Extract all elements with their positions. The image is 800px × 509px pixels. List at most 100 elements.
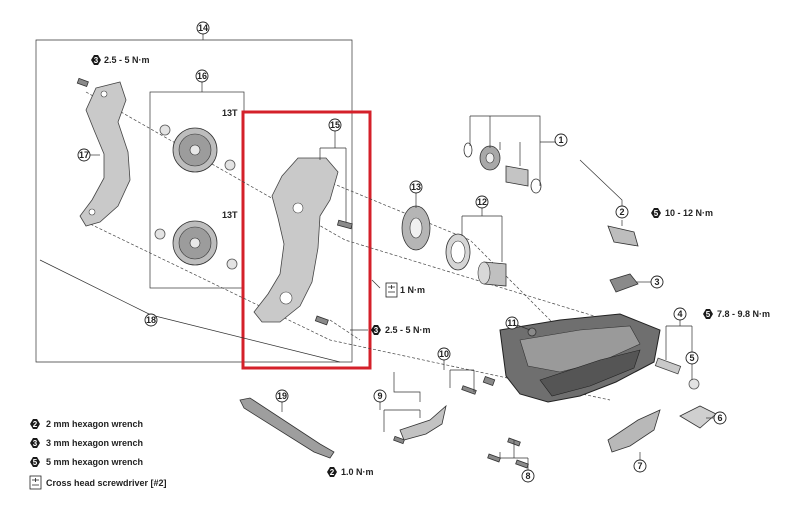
cage-group-frame — [35, 39, 353, 363]
callout-1: 1 — [554, 133, 568, 147]
svg-text:2: 2 — [33, 420, 38, 429]
svg-text:1: 1 — [558, 135, 563, 145]
lower-pulley-teeth-label: 13T — [222, 210, 238, 220]
svg-text:2.5 - 5 N·m: 2.5 - 5 N·m — [385, 325, 431, 335]
legend-item-2mm: 2 2 mm hexagon wrench — [30, 419, 143, 429]
plate-screw — [336, 219, 353, 230]
torque-top-left: 3 2.5 - 5 N·m — [91, 55, 150, 65]
svg-text:17: 17 — [79, 150, 89, 160]
lower-pulley — [172, 220, 218, 266]
p-axle-cap — [688, 378, 700, 390]
legend-item-5mm: 5 5 mm hexagon wrench — [30, 457, 143, 467]
plate-hole — [292, 202, 304, 214]
svg-text:8: 8 — [525, 471, 530, 481]
svg-text:1.0 N·m: 1.0 N·m — [341, 467, 374, 477]
svg-text:13: 13 — [411, 182, 421, 192]
svg-text:5: 5 — [33, 458, 38, 467]
cage-bolt — [314, 315, 329, 326]
torque-b-bolt: 5 10 - 12 N·m — [651, 208, 713, 218]
svg-text:3: 3 — [374, 326, 379, 335]
hex-wrench-icon — [30, 438, 40, 448]
svg-text:4: 4 — [677, 309, 682, 319]
callout-5: 5 — [685, 351, 699, 365]
screwdriver-icon — [29, 475, 42, 490]
callout-15: 15 — [328, 118, 342, 132]
leader — [371, 279, 381, 289]
screwdriver-icon — [385, 282, 398, 298]
pulley-washer — [159, 124, 171, 136]
adjust-screw — [482, 375, 496, 387]
pulley-washer — [224, 159, 236, 171]
spring-bush — [505, 165, 529, 187]
bushing-large — [445, 233, 471, 271]
callout-14: 14 — [196, 21, 210, 35]
snap-ring — [463, 142, 473, 158]
svg-text:18: 18 — [146, 315, 156, 325]
callout-18: 18 — [144, 313, 158, 327]
svg-text:11: 11 — [507, 318, 517, 328]
adjust-screw — [461, 385, 477, 395]
callout-19: 19 — [275, 389, 289, 403]
legend-item-screwdriver: Cross head screwdriver [#2] — [29, 475, 167, 490]
leader — [579, 159, 623, 206]
svg-text:16: 16 — [197, 71, 207, 81]
inner-cage-plate — [253, 157, 339, 323]
pulley-washer — [226, 258, 238, 270]
svg-text:9: 9 — [377, 391, 382, 401]
svg-text:7: 7 — [637, 461, 642, 471]
upper-pulley-teeth-label: 13T — [222, 108, 238, 118]
cage-bolt-top — [76, 77, 89, 88]
svg-text:10: 10 — [439, 349, 449, 359]
assembly-line-bolt — [329, 319, 361, 341]
assembly-line-mid — [299, 169, 561, 331]
svg-text:3: 3 — [33, 439, 38, 448]
svg-text:6: 6 — [717, 413, 722, 423]
derailleur-body — [499, 313, 661, 403]
plate-washer — [401, 205, 431, 251]
b-axle-bolt — [607, 225, 639, 247]
leader — [665, 320, 693, 360]
legend: 2 2 mm hexagon wrench 3 3 mm hexagon wre… — [29, 419, 167, 490]
svg-text:3 mm hexagon wrench: 3 mm hexagon wrench — [46, 438, 143, 448]
leader — [39, 259, 341, 363]
highlight-box — [241, 110, 372, 370]
torque-bottom: 2 1.0 N·m — [327, 467, 374, 477]
svg-text:5 mm hexagon wrench: 5 mm hexagon wrench — [46, 457, 143, 467]
pulley-washer — [154, 228, 166, 240]
adjust-bush — [479, 145, 501, 171]
legend-item-3mm: 3 3 mm hexagon wrench — [30, 438, 143, 448]
leader — [499, 440, 529, 470]
o-ring — [530, 178, 542, 194]
svg-text:12: 12 — [477, 197, 487, 207]
callout-11: 11 — [505, 316, 519, 330]
leader — [319, 131, 347, 222]
callout-9: 9 — [373, 389, 387, 403]
screw — [487, 453, 501, 463]
screw — [515, 459, 529, 469]
svg-text:1 N·m: 1 N·m — [400, 285, 425, 295]
svg-text:Cross head screwdriver [#2]: Cross head screwdriver [#2] — [46, 478, 167, 488]
tool — [239, 397, 335, 459]
cable-fixing-plate — [399, 404, 447, 441]
svg-text:3: 3 — [94, 56, 99, 65]
cap — [609, 273, 639, 293]
svg-text:2.5 - 5 N·m: 2.5 - 5 N·m — [104, 55, 150, 65]
leader — [379, 402, 421, 432]
callout-3: 3 — [650, 275, 664, 289]
callout-2: 2 — [615, 205, 629, 219]
svg-text:2: 2 — [330, 468, 335, 477]
callout-8: 8 — [521, 469, 535, 483]
leader — [469, 115, 561, 186]
callout-10: 10 — [437, 347, 451, 361]
callout-7: 7 — [633, 459, 647, 473]
torque-axle: 5 7.8 - 9.8 N·m — [703, 309, 770, 319]
p-axle — [654, 357, 682, 375]
svg-text:2 mm hexagon wrench: 2 mm hexagon wrench — [46, 419, 143, 429]
svg-text:10 - 12 N·m: 10 - 12 N·m — [665, 208, 713, 218]
svg-text:14: 14 — [198, 23, 208, 33]
callout-12: 12 — [475, 195, 489, 209]
stabilizer-cover — [607, 409, 661, 453]
svg-text:2: 2 — [619, 207, 624, 217]
